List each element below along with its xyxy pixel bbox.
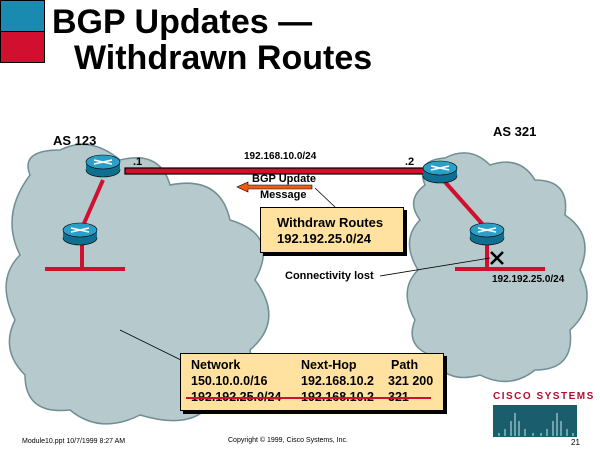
bgp-table: Network Next-Hop Path 150.10.0.0/16 192.… bbox=[180, 353, 444, 411]
connectivity-lost-label: Connectivity lost bbox=[285, 270, 374, 282]
cisco-logo-icon bbox=[493, 405, 577, 437]
title-red-square bbox=[0, 31, 45, 63]
title-blue-square bbox=[0, 0, 45, 32]
message-line-2: Message bbox=[260, 189, 307, 201]
router-icon bbox=[422, 160, 458, 184]
title-line-2: Withdrawn Routes bbox=[74, 39, 373, 77]
strikethrough-line bbox=[186, 397, 431, 399]
header-path: Path bbox=[391, 358, 419, 372]
title-line-1: BGP Updates — bbox=[52, 3, 313, 41]
header-next-hop: Next-Hop bbox=[301, 358, 357, 372]
cisco-logo-text: Cisco Systems bbox=[493, 391, 595, 402]
update-arrow-icon bbox=[236, 181, 313, 193]
header-network: Network bbox=[191, 358, 241, 372]
page-number: 21 bbox=[571, 438, 580, 447]
cell-network: 150.10.0.0/16 bbox=[191, 374, 268, 388]
message-line-1: BGP Update bbox=[252, 173, 316, 185]
callout-line-2: 192.192.25.0/24 bbox=[277, 231, 371, 246]
cell-path: 321 200 bbox=[388, 374, 434, 388]
callout-line-1: Withdraw Routes bbox=[277, 215, 384, 230]
footer-copyright: Copyright © 1999, Cisco Systems, Inc. bbox=[228, 437, 348, 444]
router-icon bbox=[62, 222, 98, 246]
router-icon bbox=[85, 154, 121, 178]
cell-next-hop: 192.168.10.2 bbox=[301, 374, 374, 388]
broken-x-icon bbox=[490, 251, 504, 265]
right-interface: .2 bbox=[405, 156, 415, 168]
link-subnet: 192.168.10.0/24 bbox=[244, 151, 317, 162]
withdraw-callout: Withdraw Routes 192.192.25.0/24 bbox=[260, 207, 404, 253]
router-icon bbox=[469, 222, 505, 246]
left-interface: .1 bbox=[133, 156, 143, 168]
page-title: BGP Updates — Withdrawn Routes bbox=[52, 4, 372, 76]
footer-file: Module10.ppt 10/7/1999 8:27 AM bbox=[22, 438, 126, 445]
lost-network-label: 192.192.25.0/24 bbox=[492, 274, 565, 285]
as-321-label: AS 321 bbox=[493, 124, 537, 139]
as-123-label: AS 123 bbox=[53, 133, 97, 148]
